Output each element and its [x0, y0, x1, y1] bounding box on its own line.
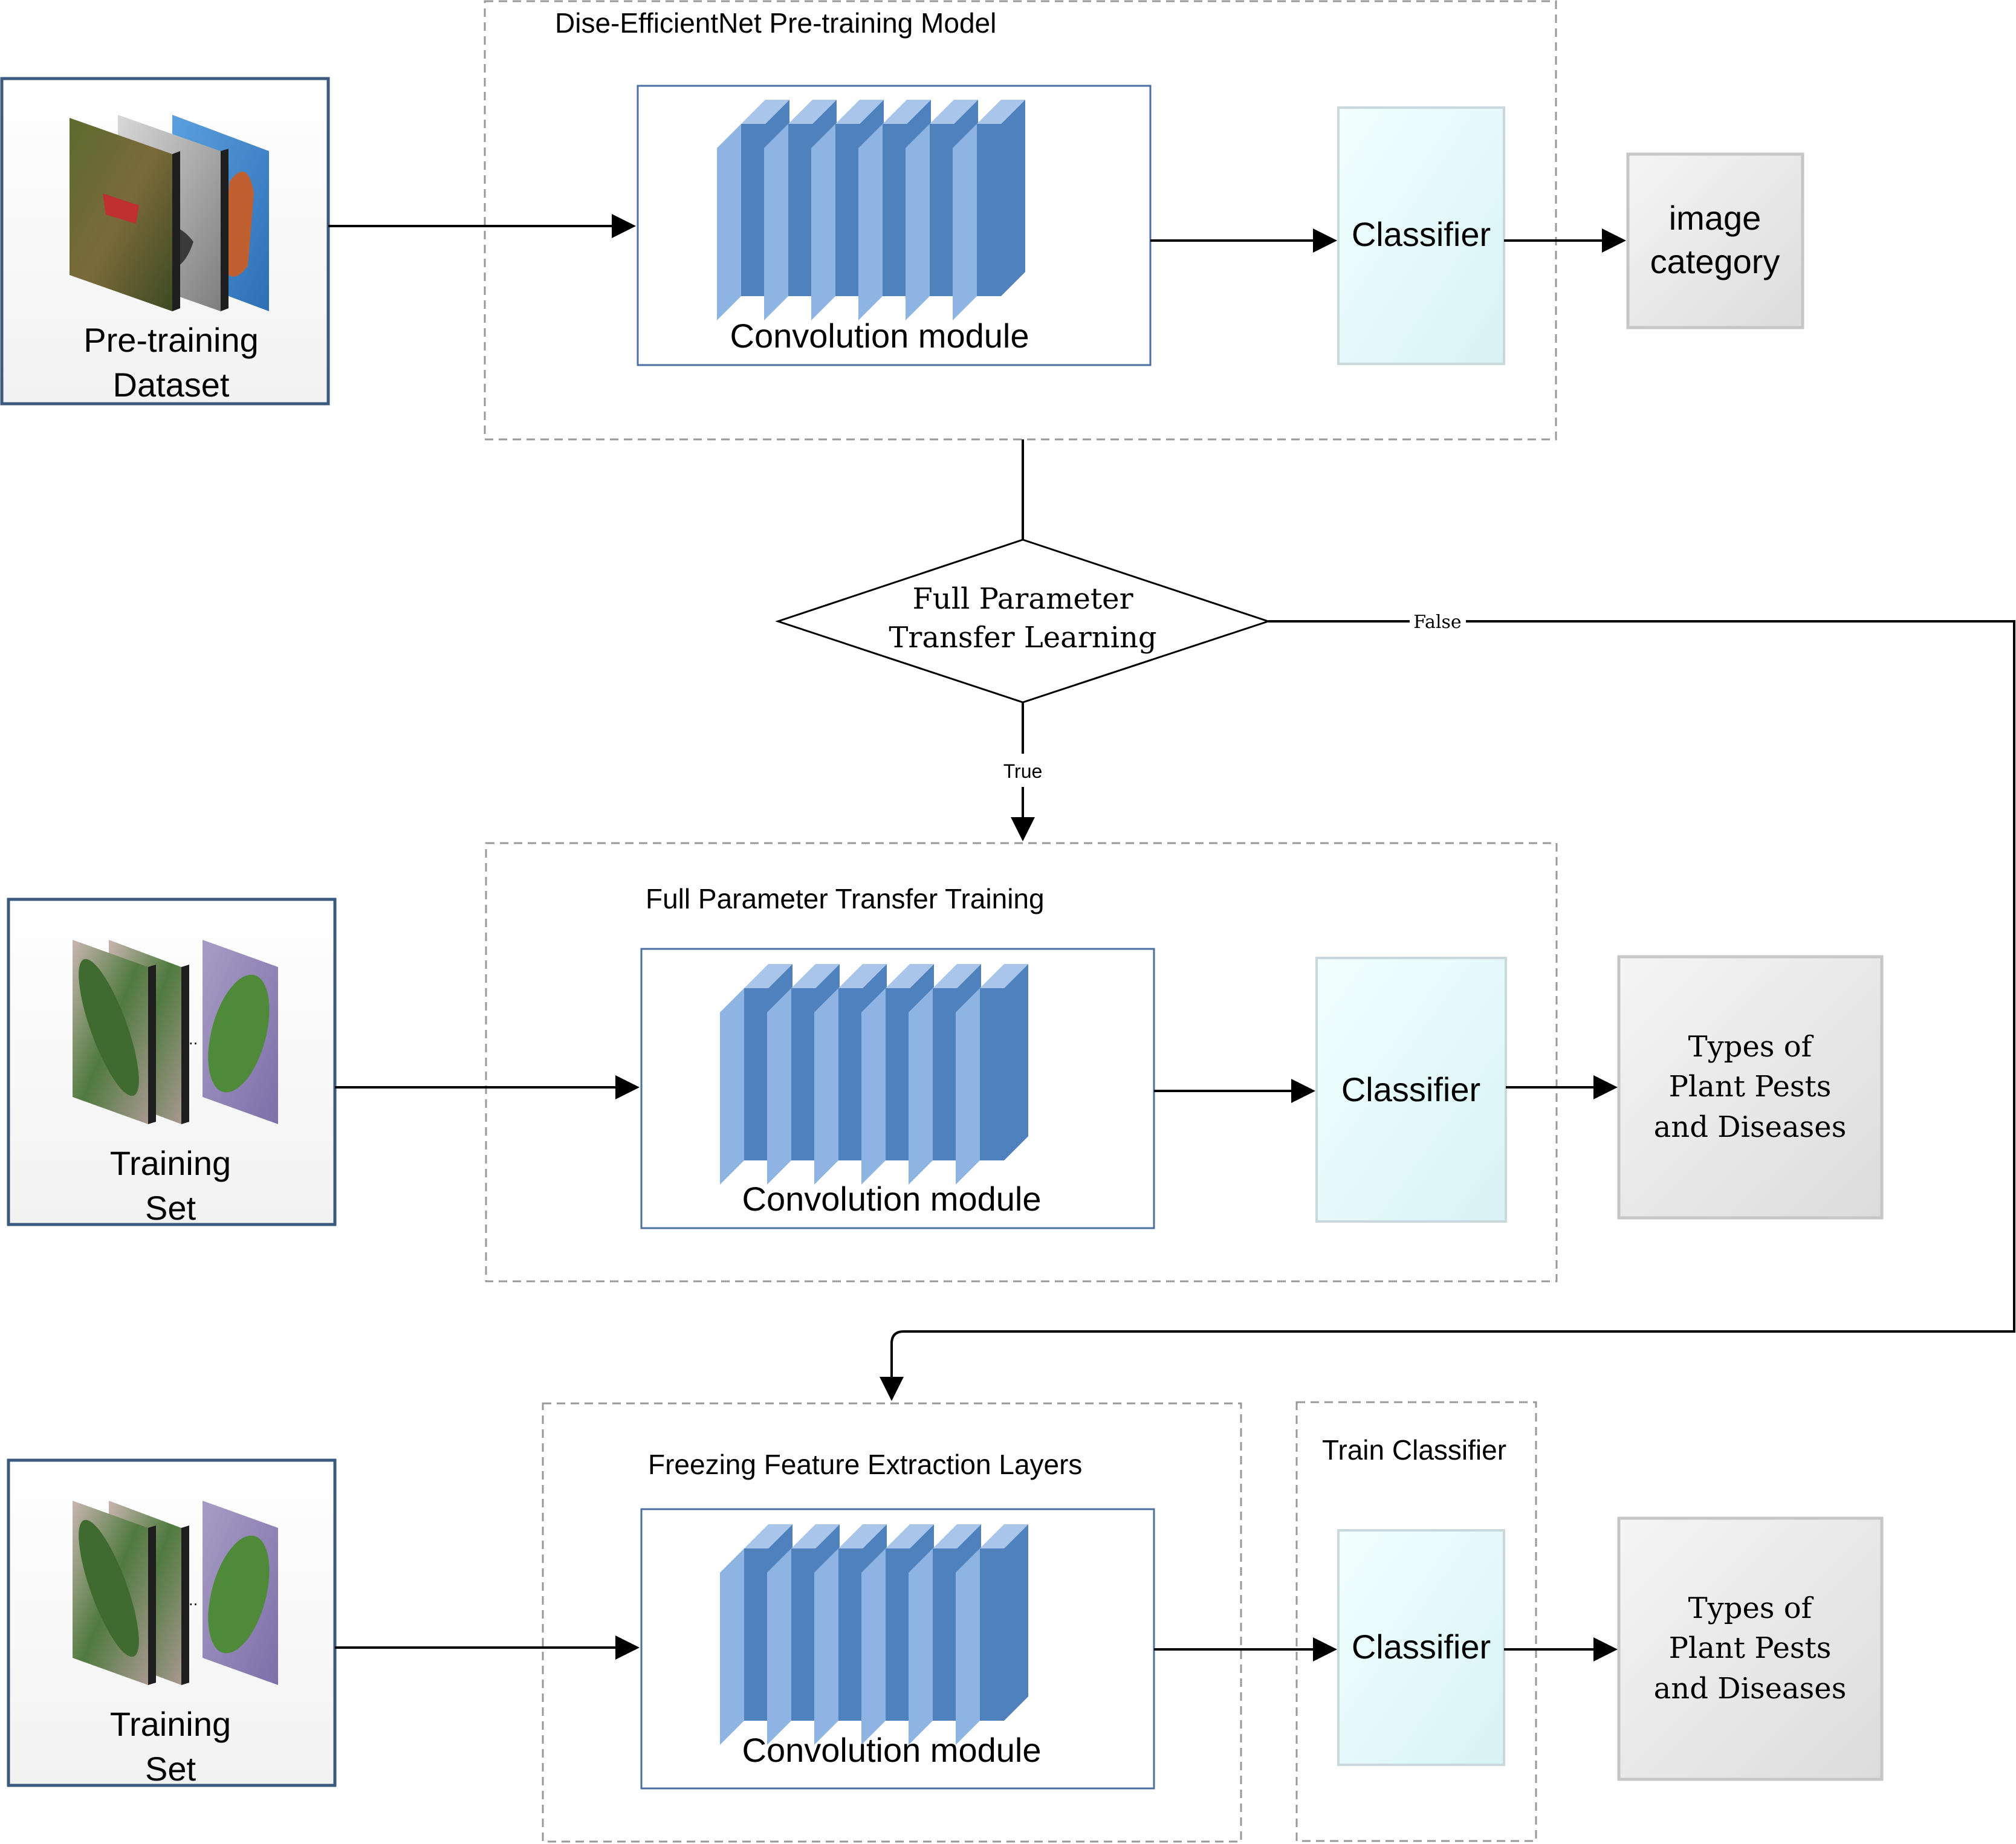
training-set-1-label-line1: Training — [110, 1144, 231, 1182]
output-3-line2: Plant Pests — [1669, 1631, 1832, 1665]
training-set-node-1: .. Training Set — [7, 898, 337, 1227]
output-plant-pests-2: Types of Plant Pests and Diseases — [1617, 1516, 1884, 1781]
classifier-3-label: Classifier — [1352, 1628, 1491, 1666]
conv-module-2: Convolution module — [640, 948, 1155, 1229]
output-2-line1: Types of — [1688, 1030, 1814, 1064]
train-classifier-group-title: Train Classifier — [1322, 1434, 1506, 1466]
conv-layer-blocks — [720, 1524, 1028, 1745]
training-set-node-2: .. Training Set — [7, 1458, 337, 1788]
edge-false-label: False — [1413, 612, 1461, 633]
training-set-2-label-line2: Set — [145, 1750, 196, 1788]
training-set-1-label-line2: Set — [145, 1189, 196, 1227]
conv-layer-blocks — [717, 100, 1025, 320]
conv-layer-block — [953, 100, 1025, 320]
pretrain-group-title: Dise-EfficientNet Pre-training Model — [555, 7, 996, 39]
conv-module-3: Convolution module — [640, 1508, 1155, 1790]
output-2-line3: and Diseases — [1654, 1110, 1847, 1144]
classifier-3: Classifier — [1337, 1529, 1505, 1766]
classifier-1: Classifier — [1337, 106, 1505, 365]
freeze-group-frame — [542, 1402, 1242, 1843]
conv-module-3-label: Convolution module — [742, 1731, 1042, 1769]
conv-layer-blocks — [720, 964, 1028, 1185]
pretrain-group-frame — [484, 0, 1557, 441]
output-image-category: image category — [1626, 152, 1804, 329]
full-transfer-group-frame — [485, 842, 1558, 1283]
output-plant-pests-1: Types of Plant Pests and Diseases — [1617, 955, 1884, 1220]
decision-diamond: Full Parameter Transfer Learning — [775, 539, 1271, 704]
classifier-2-label: Classifier — [1341, 1070, 1480, 1108]
classifier-1-label: Classifier — [1352, 215, 1491, 253]
leaf-image-stack-icon: .. — [73, 940, 278, 1124]
conv-module-2-label: Convolution module — [742, 1180, 1042, 1218]
pretrain-dataset-label-line2: Dataset — [113, 366, 230, 404]
conv-module-1: Convolution module — [637, 85, 1152, 366]
output-3-line3: and Diseases — [1654, 1672, 1847, 1706]
decision-line2: Transfer Learning — [889, 621, 1156, 655]
output-2-line2: Plant Pests — [1669, 1070, 1832, 1104]
output-3-line1: Types of — [1688, 1591, 1814, 1625]
svg-text:..: .. — [189, 1592, 198, 1609]
output-1-line1: image — [1669, 199, 1762, 237]
leaf-image-stack-icon: .. — [73, 1501, 278, 1685]
connectors — [328, 214, 2015, 1661]
decision-line1: Full Parameter — [912, 582, 1133, 616]
pretrain-image-stack-icon — [70, 115, 269, 311]
train-classifier-group-frame — [1295, 1401, 1537, 1842]
training-set-2-label-line1: Training — [110, 1705, 231, 1743]
edge-false-route — [880, 620, 2015, 1401]
classifier-2: Classifier — [1315, 957, 1507, 1223]
svg-text:..: .. — [189, 1031, 198, 1048]
pretrain-dataset-node: Pre-training Dataset — [0, 77, 330, 406]
conv-layer-block — [956, 964, 1028, 1185]
pretrain-dataset-label-line1: Pre-training — [83, 321, 258, 359]
freeze-group-title: Freezing Feature Extraction Layers — [648, 1449, 1082, 1480]
edge-true-label: True — [1003, 760, 1043, 782]
conv-layer-block — [956, 1524, 1028, 1745]
conv-module-1-label: Convolution module — [730, 317, 1029, 355]
output-1-line2: category — [1650, 242, 1780, 280]
full-transfer-group-title: Full Parameter Transfer Training — [646, 883, 1045, 914]
